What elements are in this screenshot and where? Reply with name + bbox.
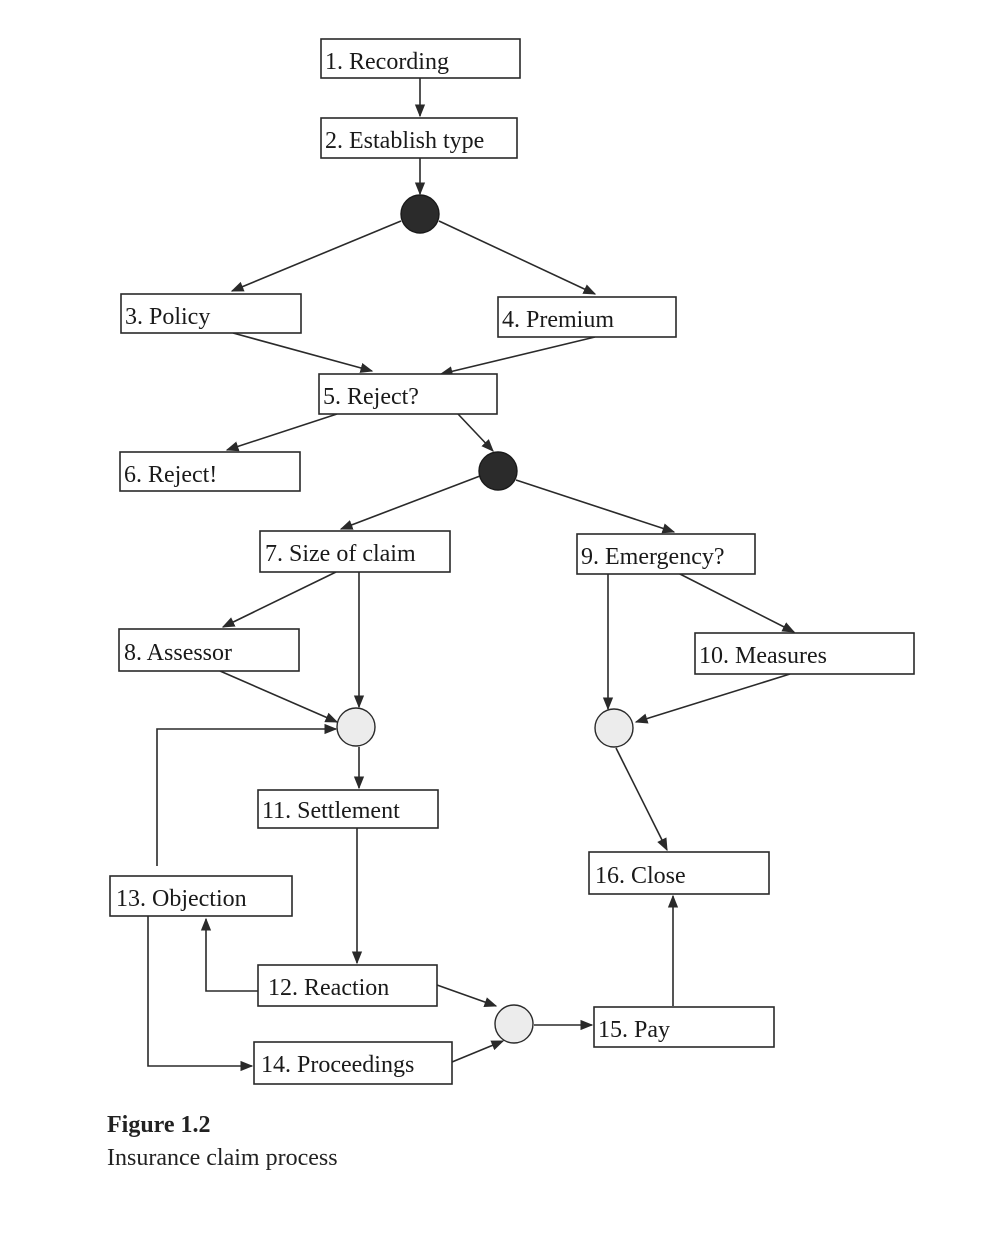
- edge-8-or1: [219, 670, 339, 723]
- edge-4-5: [439, 336, 596, 377]
- edge-13-or1: [156, 723, 338, 866]
- task-establish-type-label: 2. Establish type: [325, 128, 484, 154]
- task-reject-question: 5. Reject?: [318, 373, 498, 415]
- edge-14-or3: [451, 1040, 505, 1063]
- task-close: 16. Close: [588, 851, 770, 895]
- edge-and2-7: [339, 475, 481, 530]
- tasks: 1. Recording 2. Establish type 3. Policy…: [109, 38, 915, 1085]
- task-reaction-label: 12. Reaction: [268, 975, 389, 1001]
- and-split-node: [478, 451, 518, 491]
- edge-10-or2: [634, 673, 791, 724]
- edge-3-5: [232, 332, 374, 373]
- task-premium-label: 4. Premium: [502, 307, 614, 333]
- task-assessor: 8. Assessor: [118, 628, 300, 672]
- task-size-of-claim-label: 7. Size of claim: [265, 541, 416, 567]
- task-premium: 4. Premium: [497, 296, 677, 338]
- task-objection: 13. Objection: [109, 875, 293, 917]
- edges: [147, 78, 796, 1072]
- task-reject: 6. Reject!: [119, 451, 301, 492]
- edge-7-8: [221, 571, 337, 628]
- task-reaction: 12. Reaction: [257, 964, 438, 1007]
- edge-and2-9: [515, 479, 676, 534]
- figure-label: Figure 1.2: [107, 1112, 211, 1138]
- task-size-of-claim: 7. Size of claim: [259, 530, 451, 573]
- and-split-node: [400, 194, 440, 234]
- task-settlement: 11. Settlement: [257, 789, 439, 829]
- or-join-node: [494, 1004, 534, 1044]
- task-pay: 15. Pay: [593, 1006, 775, 1048]
- task-reject-label: 6. Reject!: [124, 462, 217, 488]
- task-establish-type: 2. Establish type: [320, 117, 518, 159]
- task-objection-label: 13. Objection: [116, 886, 247, 912]
- edge-9-10: [675, 571, 796, 633]
- edge-12-or3: [436, 984, 498, 1007]
- task-pay-label: 15. Pay: [598, 1017, 670, 1043]
- or-join-node: [336, 707, 376, 747]
- task-emergency-label: 9. Emergency?: [581, 544, 725, 570]
- task-assessor-label: 8. Assessor: [124, 640, 232, 666]
- edge-13-14: [147, 913, 254, 1072]
- task-recording: 1. Recording: [320, 38, 521, 79]
- task-reject-question-label: 5. Reject?: [323, 384, 419, 410]
- edge-5-6: [225, 413, 338, 452]
- task-emergency: 9. Emergency?: [576, 533, 756, 575]
- task-recording-label: 1. Recording: [325, 49, 449, 75]
- edge-and1-4: [438, 220, 597, 295]
- task-proceedings-label: 14. Proceedings: [261, 1052, 414, 1078]
- task-measures: 10. Measures: [694, 632, 915, 675]
- edge-and1-3: [230, 220, 402, 292]
- task-close-label: 16. Close: [595, 863, 686, 889]
- figure-title: Insurance claim process: [107, 1145, 338, 1171]
- edge-12-13: [200, 917, 258, 992]
- edge-5-and2: [457, 413, 494, 452]
- junctions: [336, 194, 634, 1044]
- task-settlement-label: 11. Settlement: [262, 798, 400, 824]
- edge-or2-16: [615, 747, 668, 852]
- task-proceedings: 14. Proceedings: [253, 1041, 453, 1085]
- task-policy-label: 3. Policy: [125, 304, 210, 330]
- task-measures-label: 10. Measures: [699, 643, 827, 669]
- or-join-node: [594, 708, 634, 748]
- task-policy: 3. Policy: [120, 293, 302, 334]
